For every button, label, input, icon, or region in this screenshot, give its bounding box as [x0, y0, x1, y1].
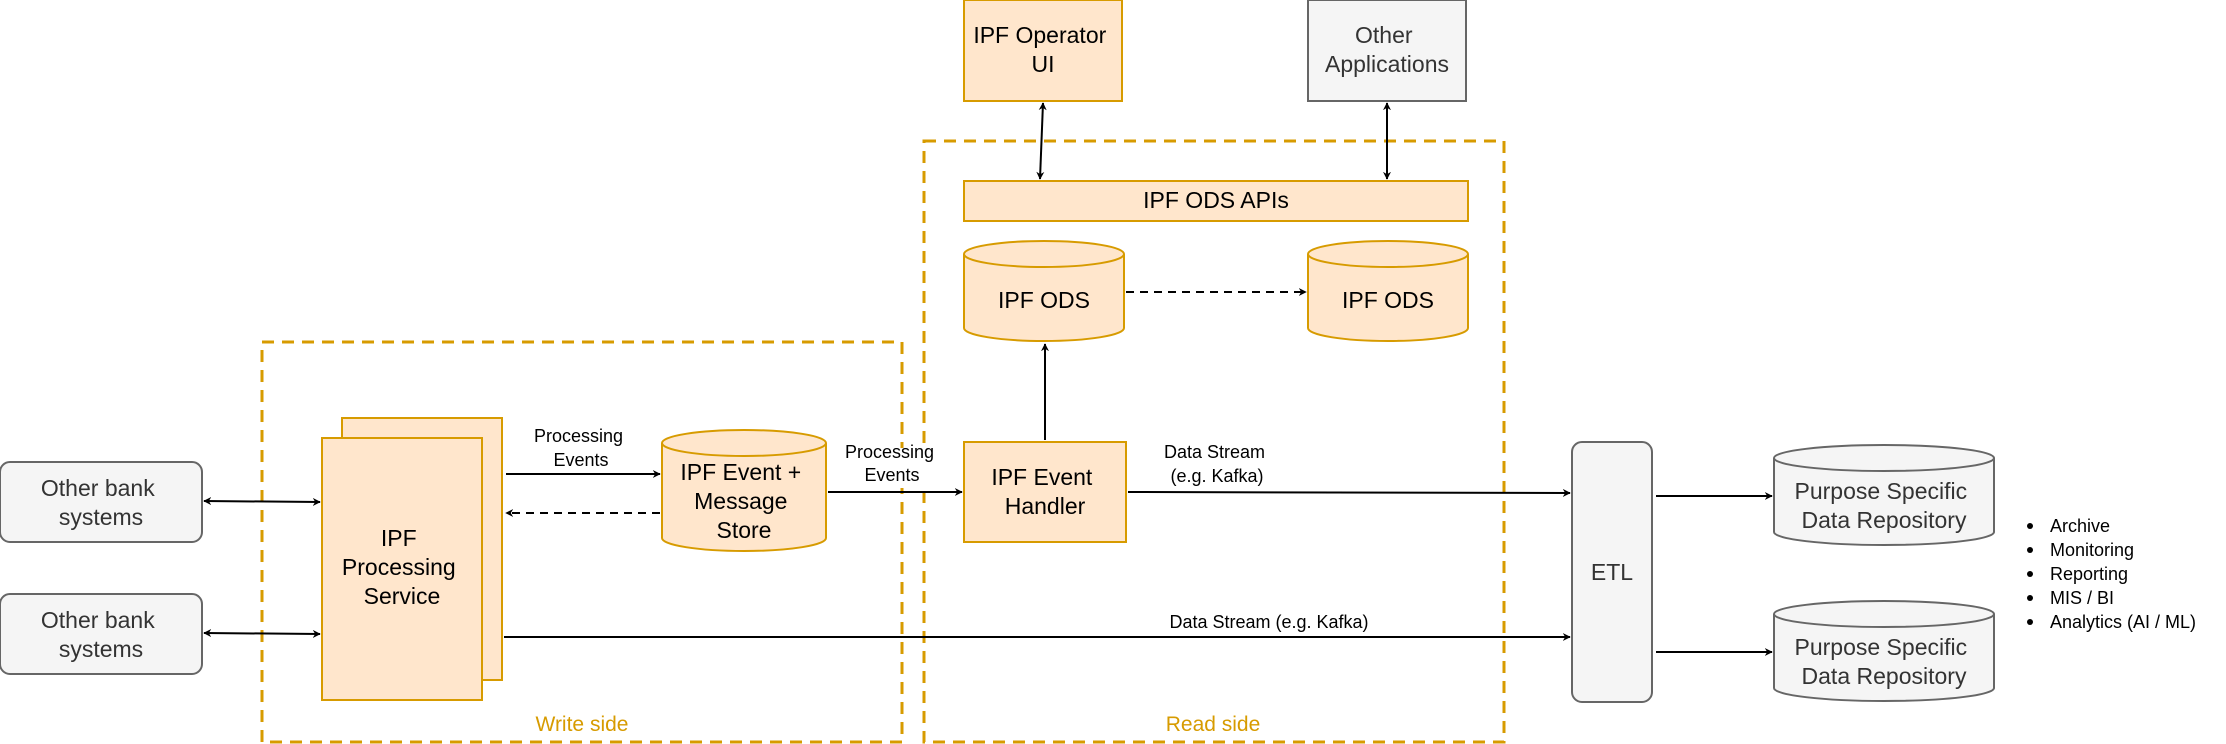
- read-side-label: Read side: [1166, 713, 1261, 736]
- repo-2-line-1: Purpose Specific: [1795, 634, 1968, 660]
- uses-item-4: MIS / BI: [2050, 588, 2114, 608]
- write-side-label: Write side: [536, 713, 629, 736]
- operator-ui-line-1: IPF Operator: [973, 22, 1106, 48]
- other-bank-systems-2[interactable]: Other bank systems: [0, 593, 203, 675]
- svg-text:Other bank systems: Other bank systems: [41, 607, 161, 662]
- ipf-event-handler[interactable]: IPF Event Handler: [963, 441, 1127, 543]
- repo-2-line-2: Data Repository: [1802, 663, 1967, 689]
- svg-text:IPF Processing Ser: IPF Processing Service: [342, 525, 462, 609]
- other-apps-line-2: Applications: [1325, 51, 1449, 77]
- uses-item-1: Archive: [2050, 516, 2110, 536]
- etl[interactable]: ETL: [1571, 441, 1653, 703]
- svg-text:IPF Event + Message: IPF Event + Message Store: [680, 459, 807, 543]
- event-handler-line-1: IPF Event: [991, 464, 1093, 490]
- ipf-processing-service[interactable]: IPF Processing Service: [321, 417, 503, 701]
- purpose-specific-repository-2[interactable]: Purpose Specific Data Repository: [1773, 600, 1995, 702]
- edge-label-processing-events-1: Processing Events: [534, 426, 628, 470]
- other-bank-1-line-2: systems: [59, 504, 143, 530]
- uses-bullet-list: Archive Monitoring Reporting MIS / BI An…: [2027, 516, 2196, 632]
- edge-handler-etl: [1127, 488, 1571, 497]
- ipf-ods-secondary[interactable]: IPF ODS: [1307, 240, 1469, 342]
- edge-bank1-service: [203, 497, 321, 506]
- edge-label-data-stream-1: Data Stream (e.g. Kafka): [1164, 442, 1270, 486]
- ipf-operator-ui[interactable]: IPF Operator UI: [963, 0, 1123, 102]
- edge-bank2-service: [203, 629, 321, 638]
- uses-item-2: Monitoring: [2050, 540, 2134, 560]
- other-bank-1-line-1: Other bank: [41, 475, 155, 501]
- uses-item-3: Reporting: [2050, 564, 2128, 584]
- uses-item-5: Analytics (AI / ML): [2050, 612, 2196, 632]
- svg-text:Purpose Specific Data Re: Purpose Specific Data Repository: [1795, 478, 1974, 533]
- event-handler-line-2: Handler: [1005, 493, 1086, 519]
- ods-apis-label: IPF ODS APIs: [1143, 187, 1289, 213]
- purpose-specific-repository-1[interactable]: Purpose Specific Data Repository: [1773, 444, 1995, 546]
- svg-text:Other bank systems: Other bank systems: [41, 475, 161, 530]
- connectors: [203, 102, 1773, 656]
- other-applications[interactable]: Other Applications: [1307, 0, 1467, 102]
- svg-text:IPF Event Handler: IPF Event Handler: [991, 464, 1098, 519]
- etl-label: ETL: [1591, 559, 1633, 585]
- ipf-event-message-store[interactable]: IPF Event + Message Store: [661, 429, 827, 552]
- svg-text:Other Applications: Other Applications: [1325, 22, 1449, 77]
- repo-1-line-1: Purpose Specific: [1795, 478, 1968, 504]
- edge-operator-apis: [1036, 102, 1047, 180]
- event-store-line-3: Store: [717, 517, 772, 543]
- processing-service-line-3: Service: [364, 583, 441, 609]
- write-side-region: [260, 340, 904, 744]
- other-bank-2-line-1: Other bank: [41, 607, 155, 633]
- svg-text:Purpose Specific Data Re: Purpose Specific Data Repository: [1795, 634, 1974, 689]
- ipf-ods-apis[interactable]: IPF ODS APIs: [963, 180, 1469, 222]
- read-side-region: [922, 139, 1506, 744]
- other-bank-2-line-2: systems: [59, 636, 143, 662]
- other-apps-line-1: Other: [1355, 22, 1413, 48]
- operator-ui-line-2: UI: [1032, 51, 1055, 77]
- processing-service-line-1: IPF: [381, 525, 417, 551]
- ods-secondary-label: IPF ODS: [1342, 287, 1434, 313]
- processing-service-line-2: Processing: [342, 554, 456, 580]
- edge-label-data-stream-2: Data Stream (e.g. Kafka): [1169, 612, 1368, 632]
- repo-1-line-2: Data Repository: [1802, 507, 1967, 533]
- other-bank-systems-1[interactable]: Other bank systems: [0, 461, 203, 543]
- event-store-line-2: Message: [694, 488, 787, 514]
- ipf-ods-primary[interactable]: IPF ODS: [963, 240, 1125, 342]
- ods-primary-label: IPF ODS: [998, 287, 1090, 313]
- edge-label-processing-events-2: Processing Events: [845, 442, 939, 485]
- event-store-line-1: IPF Event +: [680, 459, 801, 485]
- svg-text:IPF Operator UI: IPF Operator UI: [973, 22, 1112, 77]
